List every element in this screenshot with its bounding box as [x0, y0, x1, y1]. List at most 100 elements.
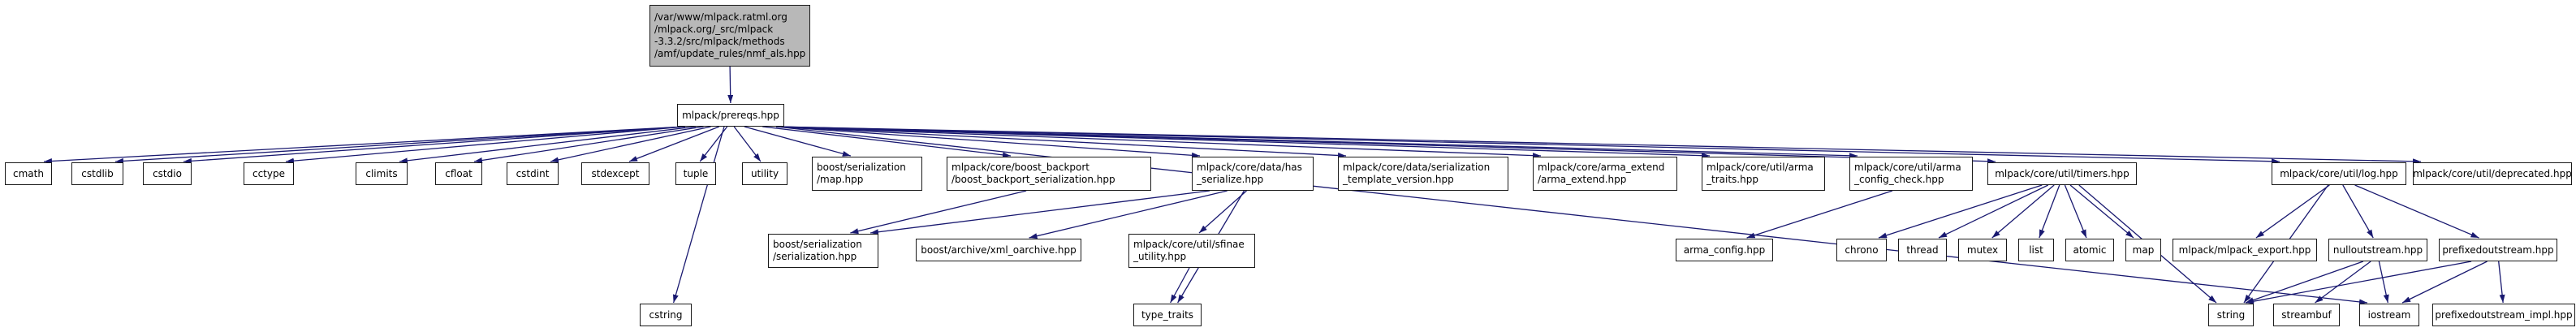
- edge-prereqs-to-timers: [775, 126, 1996, 165]
- edge-prereqs-to-ser_tmpl_ver: [775, 126, 1347, 158]
- node-type_traits: type_traits: [1133, 304, 1202, 326]
- node-label: string: [2216, 308, 2246, 321]
- node-label: cstdio: [153, 167, 182, 179]
- edge-prereqs-to-iostream: [775, 126, 2368, 305]
- node-iostream: iostream: [2359, 304, 2419, 326]
- node-label: climits: [365, 167, 398, 179]
- edge-arma_config_check-to-arma_config: [1746, 190, 1893, 239]
- edge-prereqs-to-boost_backport: [762, 126, 1012, 158]
- node-label: stdexcept: [591, 167, 640, 179]
- edge-nulloutstream-to-streambuf: [2315, 261, 2371, 304]
- edge-prereqs-to-cstdint: [550, 126, 711, 163]
- node-label: cmath: [13, 167, 44, 179]
- edge-prereqs-to-cstdlib: [114, 126, 686, 164]
- edge-prereqs-to-boost_ser_map: [744, 126, 852, 157]
- node-arma_config[interactable]: arma_config.hpp: [1676, 239, 1773, 261]
- edge-prereqs-to-arma_extend: [775, 126, 1542, 159]
- node-label: mlpack/core/util/log.hpp: [2280, 167, 2398, 179]
- node-label: mlpack/core/util/arma: [1707, 162, 1814, 173]
- edge-prereqs-to-cmath: [43, 126, 686, 164]
- edge-prefixedoutstream-to-prefixedoutstream_impl: [2498, 261, 2505, 304]
- node-label: nulloutstream.hpp: [2332, 244, 2423, 256]
- edge-prereqs-to-cstdio: [183, 126, 686, 164]
- edge-timers-to-map: [2069, 184, 2134, 239]
- edge-timers-to-list: [2039, 184, 2060, 239]
- node-label: /serialization.hpp: [773, 251, 857, 262]
- node-nulloutstream[interactable]: nulloutstream.hpp: [2328, 239, 2427, 261]
- node-cmath: cmath: [5, 162, 52, 185]
- node-has_serialize[interactable]: mlpack/core/data/has_serialize.hpp: [1192, 157, 1314, 191]
- node-arma_traits[interactable]: mlpack/core/util/arma_traits.hpp: [1702, 157, 1825, 191]
- node-list: list: [2018, 239, 2054, 261]
- node-label: cctype: [252, 167, 285, 179]
- node-label: cfloat: [445, 167, 472, 179]
- node-label: mlpack/prereqs.hpp: [682, 109, 779, 121]
- node-streambuf: streambuf: [2273, 304, 2340, 326]
- node-arma_config_check[interactable]: mlpack/core/util/arma_config_check.hpp: [1849, 157, 1973, 191]
- node-label: -3.3.2/src/mlpack/methods: [654, 36, 785, 47]
- node-label: thread: [1906, 244, 1939, 256]
- edge-timers-to-mutex: [1991, 184, 2055, 239]
- node-label: mlpack/mlpack_export.hpp: [2178, 244, 2311, 256]
- node-map: map: [2125, 239, 2161, 261]
- node-sfinae[interactable]: mlpack/core/util/sfinae_utility.hpp: [1128, 234, 1255, 268]
- node-cfloat: cfloat: [435, 162, 482, 185]
- node-label: list: [2029, 244, 2043, 256]
- node-label: mlpack/core/boost_backport: [951, 162, 1090, 173]
- node-label: map: [2132, 244, 2155, 256]
- node-cstdint: cstdint: [507, 162, 559, 185]
- edge-has_serialize-to-sfinae: [1198, 190, 1247, 234]
- edge-prereqs-to-cctype: [285, 126, 686, 164]
- node-prefixedoutstream_impl[interactable]: prefixedoutstream_impl.hpp: [2432, 304, 2575, 326]
- node-boost_backport[interactable]: mlpack/core/boost_backport/boost_backpor…: [947, 157, 1151, 191]
- edge-timers-to-atomic: [2064, 184, 2087, 239]
- node-label: /boost_backport_serialization.hpp: [951, 174, 1115, 185]
- node-cstring: cstring: [640, 304, 692, 326]
- edge-prefixedoutstream-to-iostream: [2401, 261, 2488, 304]
- edge-log-to-mlpack_export: [2255, 184, 2330, 239]
- node-label: /mlpack.org/_src/mlpack: [654, 24, 774, 35]
- node-label: cstring: [649, 308, 683, 321]
- edge-prereqs-to-has_serialize: [775, 126, 1201, 158]
- node-root: /var/www/mlpack.ratml.org/mlpack.org/_sr…: [649, 5, 810, 67]
- node-timers[interactable]: mlpack/core/util/timers.hpp: [1987, 162, 2137, 185]
- node-chrono: chrono: [1836, 239, 1887, 261]
- node-prefixedoutstream[interactable]: prefixedoutstream.hpp: [2439, 239, 2557, 261]
- edge-log-to-prefixedoutstream: [2354, 184, 2479, 239]
- node-label: _config_check.hpp: [1854, 174, 1944, 185]
- node-label: prefixedoutstream_impl.hpp: [2435, 308, 2573, 321]
- edge-prereqs-to-utility: [733, 126, 762, 162]
- edge-root-to-prereqs: [727, 66, 734, 104]
- edge-prereqs-to-climits: [399, 126, 697, 164]
- node-label: iostream: [2367, 308, 2411, 321]
- node-label: tuple: [683, 167, 709, 179]
- node-label: mlpack/core/util/sfinae: [1133, 239, 1245, 250]
- node-log[interactable]: mlpack/core/util/log.hpp: [2272, 162, 2406, 185]
- node-deprecated[interactable]: mlpack/core/util/deprecated.hpp: [2413, 162, 2572, 185]
- edge-prereqs-to-cstring: [672, 126, 725, 304]
- edge-log-to-nulloutstream: [2342, 184, 2374, 239]
- node-ser_tmpl_ver[interactable]: mlpack/core/data/serialization_template_…: [1338, 157, 1508, 191]
- edge-has_serialize-to-boost_serialization: [869, 190, 1210, 235]
- node-utility: utility: [742, 162, 787, 185]
- node-boost_serialization: boost/serialization/serialization.hpp: [768, 234, 878, 268]
- node-label: streambuf: [2281, 308, 2332, 321]
- edge-prereqs-to-stdexcept: [628, 126, 720, 162]
- node-label: cstdlib: [81, 167, 114, 179]
- node-arma_extend[interactable]: mlpack/core/arma_extend/arma_extend.hpp: [1533, 157, 1677, 191]
- node-label: /arma_extend.hpp: [1538, 174, 1627, 185]
- node-mlpack_export[interactable]: mlpack/mlpack_export.hpp: [2173, 239, 2317, 261]
- node-label: mlpack/core/data/serialization: [1343, 162, 1491, 173]
- node-label: mlpack/core/arma_extend: [1538, 162, 1665, 173]
- node-thread: thread: [1898, 239, 1947, 261]
- node-label: _traits.hpp: [1707, 174, 1758, 185]
- node-label: atomic: [2073, 244, 2107, 256]
- edge-nulloutstream-to-iostream: [2378, 261, 2389, 304]
- node-label: arma_config.hpp: [1683, 244, 1766, 256]
- node-label: mlpack/core/util/deprecated.hpp: [2413, 167, 2572, 179]
- node-prereqs[interactable]: mlpack/prereqs.hpp: [677, 104, 784, 127]
- edge-timers-to-thread: [1938, 184, 2049, 239]
- edge-prereqs-to-cfloat: [473, 126, 704, 163]
- node-label: mlpack/core/util/arma: [1854, 162, 1961, 173]
